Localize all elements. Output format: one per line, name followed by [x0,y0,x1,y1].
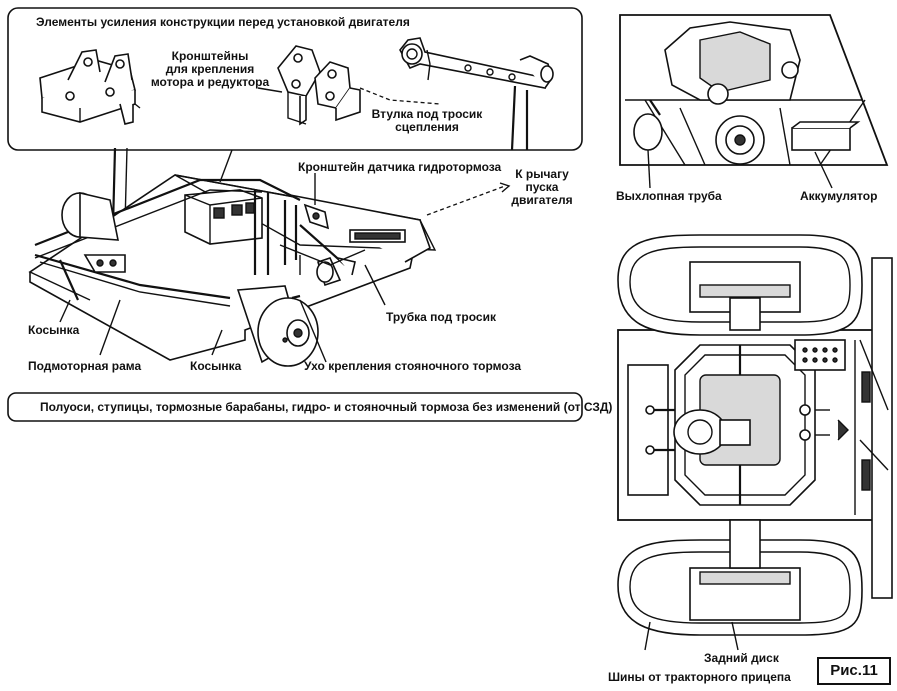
rear-view-drawing [619,14,889,166]
inset-panel [7,7,583,151]
brackets-label: Кронштейны для крепления мотора и редукт… [150,49,270,89]
note-text: Полуоси, ступицы, тормозные барабаны, ги… [40,400,613,414]
bushing-label: Втулка под тросик сцепления [371,107,483,134]
inset-title: Элементы усиления конструкции перед уста… [36,15,410,29]
engine-frame-label: Подмоторная рама [28,359,142,373]
rear-disk-label: Задний диск [704,651,779,665]
cable-tube-label: Трубка под тросик [386,310,496,324]
exhaust-label: Выхлопная труба [616,189,722,203]
gusset-right-label: Косынка [190,359,242,373]
tires-label: Шины от тракторного прицепа [608,670,791,684]
inset-center-brackets [277,45,361,126]
inset-left-bracket [39,49,136,125]
figure-label: Рис.11 [830,662,878,679]
start-lever-label: К рычагу пуска двигателя [511,167,573,207]
main-frame-drawing [28,174,437,367]
inset-cable-bushing [399,37,554,151]
gusset-left-label: Косынка [28,323,80,337]
battery-label: Аккумулятор [800,189,878,203]
top-view-drawing [617,234,893,636]
parking-brake-ear-label: Ухо крепления стояночного тормоза [304,359,522,373]
sensor-bracket-label: Кронштейн датчика гидротормоза [298,160,502,174]
